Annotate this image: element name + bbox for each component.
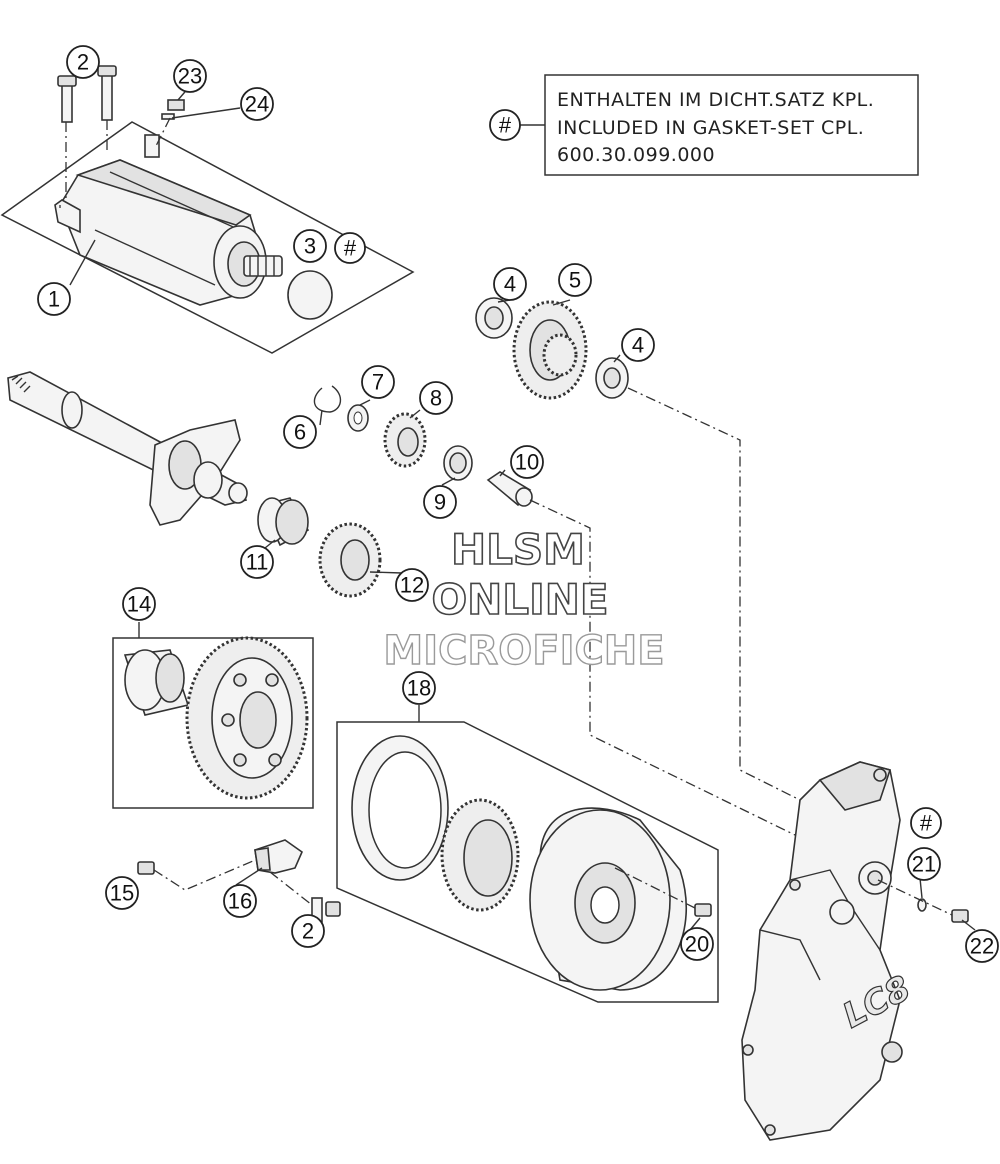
terminal-nut-washer — [154, 85, 241, 149]
callout-2-top: 2 — [66, 45, 100, 79]
svg-text:18: 18 — [407, 676, 431, 701]
svg-text:8: 8 — [430, 386, 442, 411]
bearing-and-gear-12 — [257, 497, 382, 598]
flywheel-assembly-box — [336, 705, 719, 1003]
watermark-line-2: ONLINE — [431, 575, 608, 624]
callout-20: 20 — [680, 927, 714, 961]
starter-bolts — [57, 65, 117, 200]
callout-3-hash: # — [334, 232, 366, 264]
freewheel-gear-box — [112, 622, 314, 809]
callout-1: 1 — [37, 282, 71, 316]
callout-18: 18 — [402, 671, 436, 705]
svg-text:1: 1 — [48, 287, 60, 312]
callout-21-hash: # — [910, 807, 942, 839]
callout-14: 14 — [122, 587, 156, 621]
svg-text:#: # — [344, 236, 357, 261]
watermark: HLSM ONLINE MICROFICHE — [383, 524, 666, 675]
svg-text:#: # — [920, 811, 933, 836]
assembly-lines — [59, 205, 801, 836]
svg-text:5: 5 — [569, 268, 581, 293]
callout-12: 12 — [395, 568, 429, 602]
svg-text:4: 4 — [504, 272, 516, 297]
callout-15: 15 — [105, 876, 139, 910]
callout-11: 11 — [240, 545, 274, 579]
svg-text:2: 2 — [302, 919, 314, 944]
callout-6: 6 — [283, 415, 317, 449]
svg-text:15: 15 — [110, 881, 134, 906]
callout-9: 9 — [423, 485, 457, 519]
callout-7: 7 — [361, 365, 395, 399]
note-line-en: INCLUDED IN GASKET-SET CPL. — [557, 117, 864, 139]
watermark-line-1: HLSM — [451, 525, 585, 574]
callout-8: 8 — [419, 381, 453, 415]
svg-text:3: 3 — [304, 234, 316, 259]
note-hash-marker: # — [489, 109, 521, 141]
svg-text:11: 11 — [246, 550, 269, 575]
callout-10: 10 — [510, 445, 544, 479]
svg-text:12: 12 — [400, 573, 424, 598]
svg-text:#: # — [499, 113, 512, 138]
callout-4-left: 4 — [493, 267, 527, 301]
svg-text:20: 20 — [685, 932, 709, 957]
svg-text:10: 10 — [515, 450, 539, 475]
callout-21: 21 — [907, 847, 941, 881]
leader-lines — [69, 239, 976, 931]
small-parts-row — [313, 385, 533, 507]
note-line-de: ENTHALTEN IM DICHT.SATZ KPL. — [557, 89, 874, 111]
svg-text:4: 4 — [632, 333, 644, 358]
sensor-bracket-group — [137, 839, 341, 923]
svg-text:22: 22 — [970, 934, 994, 959]
callout-22: 22 — [965, 929, 999, 963]
svg-text:6: 6 — [294, 420, 306, 445]
svg-text:16: 16 — [228, 889, 252, 914]
watermark-line-3: MICROFICHE — [383, 628, 664, 674]
callouts: 1 2 2 3 # 4 4 5 6 7 8 9 10 11 12 14 15 1… — [37, 45, 999, 963]
svg-text:14: 14 — [127, 592, 151, 617]
callout-4-right: 4 — [621, 328, 655, 362]
starter-shaft — [7, 371, 248, 526]
svg-text:24: 24 — [245, 92, 269, 117]
callout-16: 16 — [223, 884, 257, 918]
callout-5: 5 — [558, 263, 592, 297]
callout-3: 3 — [293, 229, 327, 263]
svg-text:23: 23 — [178, 64, 202, 89]
starter-motor-group — [0, 121, 415, 354]
svg-text:7: 7 — [372, 370, 384, 395]
gasket-set-note: ENTHALTEN IM DICHT.SATZ KPL. INCLUDED IN… — [489, 74, 919, 176]
callout-24: 24 — [240, 87, 274, 121]
idler-gear-group — [475, 297, 629, 400]
svg-text:2: 2 — [77, 50, 89, 75]
note-part-number: 600.30.099.000 — [557, 144, 715, 166]
callout-23: 23 — [173, 59, 207, 93]
svg-text:9: 9 — [434, 490, 446, 515]
svg-text:21: 21 — [912, 852, 936, 877]
callout-2-bottom: 2 — [291, 914, 325, 948]
